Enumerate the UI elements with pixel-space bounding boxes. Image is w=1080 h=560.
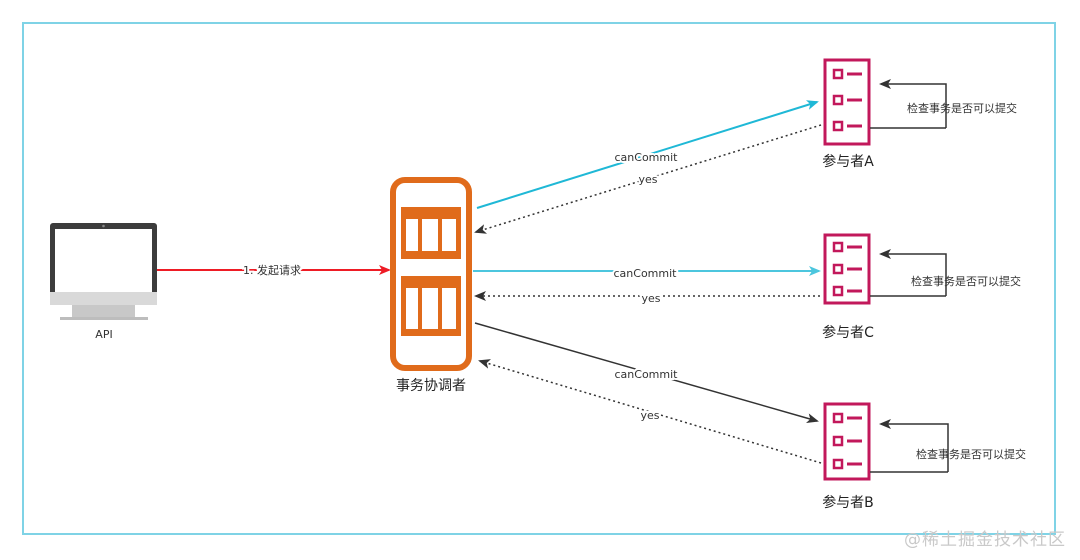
checklist-icon <box>823 402 871 481</box>
self-check-loop-c <box>879 249 947 296</box>
can-commit-arrow-a <box>476 100 819 209</box>
can-commit-label-a: canCommit <box>615 151 679 164</box>
server-icon <box>390 177 472 371</box>
checklist-icon <box>823 58 871 146</box>
desktop-monitor-icon <box>50 223 157 320</box>
checklist-icon <box>823 233 871 305</box>
yes-arrow-a <box>474 124 822 234</box>
participant-b-label: 参与者B <box>822 494 874 511</box>
yes-label-a: yes <box>638 173 657 186</box>
request-label: 1. 发起请求 <box>243 263 301 277</box>
diagram-frame <box>22 22 1056 535</box>
coordinator-label: 事务协调者 <box>396 378 466 394</box>
participant-a-label: 参与者A <box>822 153 874 170</box>
self-check-loop-b <box>879 419 949 472</box>
api-label: API <box>95 328 112 341</box>
watermark: @稀土掘金技术社区 <box>904 530 1066 550</box>
yes-arrow-b <box>478 359 822 464</box>
self-check-label-b: 检查事务是否可以提交 <box>916 447 1026 461</box>
yes-label-c: yes <box>641 292 660 305</box>
can-commit-label-b: canCommit <box>615 368 679 381</box>
self-check-label-c: 检查事务是否可以提交 <box>911 274 1021 288</box>
participant-c-label: 参与者C <box>822 324 874 341</box>
self-check-label-a: 检查事务是否可以提交 <box>907 101 1017 115</box>
yes-label-b: yes <box>640 409 659 422</box>
can-commit-label-c: canCommit <box>614 267 678 280</box>
self-check-loop-a <box>879 79 947 128</box>
can-commit-arrow-b <box>474 322 819 424</box>
